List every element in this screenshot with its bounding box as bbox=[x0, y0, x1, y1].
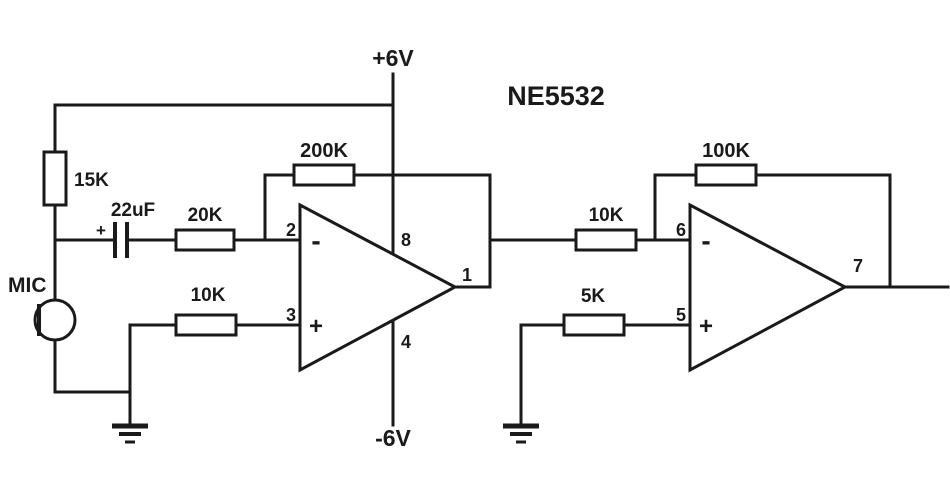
microphone-symbol bbox=[33, 298, 77, 342]
opamp2-inverting-sign: - bbox=[701, 225, 710, 256]
label-mic: MIC bbox=[8, 274, 47, 297]
label-resistor-100k: 100K bbox=[702, 140, 750, 162]
opamp1-noninverting-sign: + bbox=[309, 313, 323, 340]
opamp1-pin-4: 4 bbox=[401, 332, 411, 352]
resistor-10k-stage1-body bbox=[174, 313, 238, 337]
opamp1-pin-3: 3 bbox=[286, 305, 296, 325]
label-resistor-15k: 15K bbox=[74, 170, 109, 191]
label-resistor-5k: 5K bbox=[581, 286, 606, 307]
resistor-15k-body bbox=[42, 150, 68, 207]
opamp-1-symbol bbox=[298, 202, 459, 373]
ground-symbol-left bbox=[112, 423, 148, 444]
opamp1-pin-2: 2 bbox=[286, 220, 296, 240]
opamp2-pin-7: 7 bbox=[853, 256, 863, 276]
resistor-10k-stage2-body bbox=[574, 228, 638, 252]
label-supply-negative: -6V bbox=[375, 425, 411, 451]
opamp1-pin-1: 1 bbox=[462, 265, 472, 285]
opamp2-pin-5: 5 bbox=[676, 305, 686, 325]
label-chip-name: NE5532 bbox=[507, 81, 605, 111]
schematic-labels: +6V NE5532 -6V MIC 15K 22uF + 20K 200K 1… bbox=[8, 45, 863, 451]
ground-symbol-middle bbox=[503, 423, 539, 444]
label-resistor-10k-stage1: 10K bbox=[191, 285, 226, 306]
label-supply-positive: +6V bbox=[372, 45, 414, 71]
opamp2-noninverting-sign: + bbox=[699, 313, 713, 340]
label-resistor-10k-stage2: 10K bbox=[589, 205, 624, 226]
opamp2-pin-6: 6 bbox=[676, 220, 686, 240]
circuit-wires bbox=[53, 72, 950, 427]
label-capacitor-polarity: + bbox=[96, 221, 106, 240]
label-resistor-200k: 200K bbox=[300, 140, 348, 162]
opamp1-pin-8: 8 bbox=[401, 230, 411, 250]
label-resistor-20k: 20K bbox=[188, 205, 223, 226]
label-capacitor-22uf: 22uF bbox=[111, 200, 155, 221]
resistor-20k-body bbox=[174, 228, 236, 252]
opamp1-inverting-sign: - bbox=[311, 225, 320, 256]
resistor-200k-body bbox=[292, 163, 356, 187]
capacitor-22uf-symbol bbox=[113, 222, 129, 258]
resistor-100k-body bbox=[694, 163, 758, 187]
opamp-2-symbol bbox=[688, 202, 849, 373]
resistor-5k-body bbox=[562, 313, 626, 337]
